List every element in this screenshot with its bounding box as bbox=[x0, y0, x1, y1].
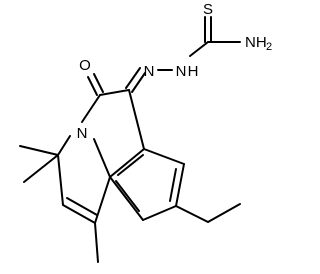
bond-c6-c7-inner bbox=[115, 180, 140, 212]
atom-hydrazone-nh-label: N bbox=[176, 63, 187, 80]
bonds bbox=[19, 16, 241, 263]
atom-nh2-subscript: 2 bbox=[266, 41, 272, 53]
bond-cq-me1 bbox=[19, 145, 59, 156]
bond-c7-c3 bbox=[109, 148, 145, 178]
bond-c4-c5 bbox=[175, 163, 185, 207]
bond-cq-me2 bbox=[23, 154, 59, 183]
bond-c7-c3-inner bbox=[117, 154, 144, 176]
atom-ring-nitrogen-label: N bbox=[77, 125, 88, 142]
bond-n-cq bbox=[57, 135, 71, 156]
atom-hydrazone-h-label: H bbox=[188, 63, 199, 80]
bond-c5-c6 bbox=[142, 205, 177, 221]
bond-n-c-double-1 bbox=[125, 67, 141, 89]
atom-labels: S NH 2 N H N O N bbox=[77, 1, 273, 142]
bond-c3-c4 bbox=[143, 148, 185, 165]
bond-ch2-ch3 bbox=[207, 203, 241, 223]
bond-c1-c3 bbox=[128, 89, 145, 150]
bond-c1-c2 bbox=[99, 89, 130, 96]
bond-c2-o-double-2 bbox=[93, 73, 104, 93]
atom-sulfur-label: S bbox=[203, 1, 213, 18]
bond-c-nh bbox=[189, 41, 209, 57]
chemical-structure-diagram: S NH 2 N H N O N bbox=[19, 1, 273, 263]
bond-c5-ch2 bbox=[175, 205, 209, 223]
bond-n-c9 bbox=[93, 138, 111, 178]
bond-cm-me bbox=[94, 222, 99, 263]
bond-c6-c7 bbox=[109, 176, 144, 221]
bond-cm-c7 bbox=[94, 176, 111, 224]
atom-nh2-label: NH bbox=[245, 34, 267, 51]
bond-ch-cm-double-1 bbox=[62, 204, 96, 224]
bond-c2-o-double-1 bbox=[87, 76, 98, 96]
bond-c2-n bbox=[81, 94, 101, 123]
bond-ch-cm-double-2 bbox=[66, 197, 98, 216]
bond-n-c-double-2 bbox=[131, 72, 146, 93]
bond-cq-ch bbox=[57, 154, 64, 206]
atom-hydrazone-n-label: N bbox=[144, 63, 155, 80]
atom-oxygen-label: O bbox=[79, 57, 91, 74]
bond-c4-c5-inner bbox=[169, 168, 177, 202]
